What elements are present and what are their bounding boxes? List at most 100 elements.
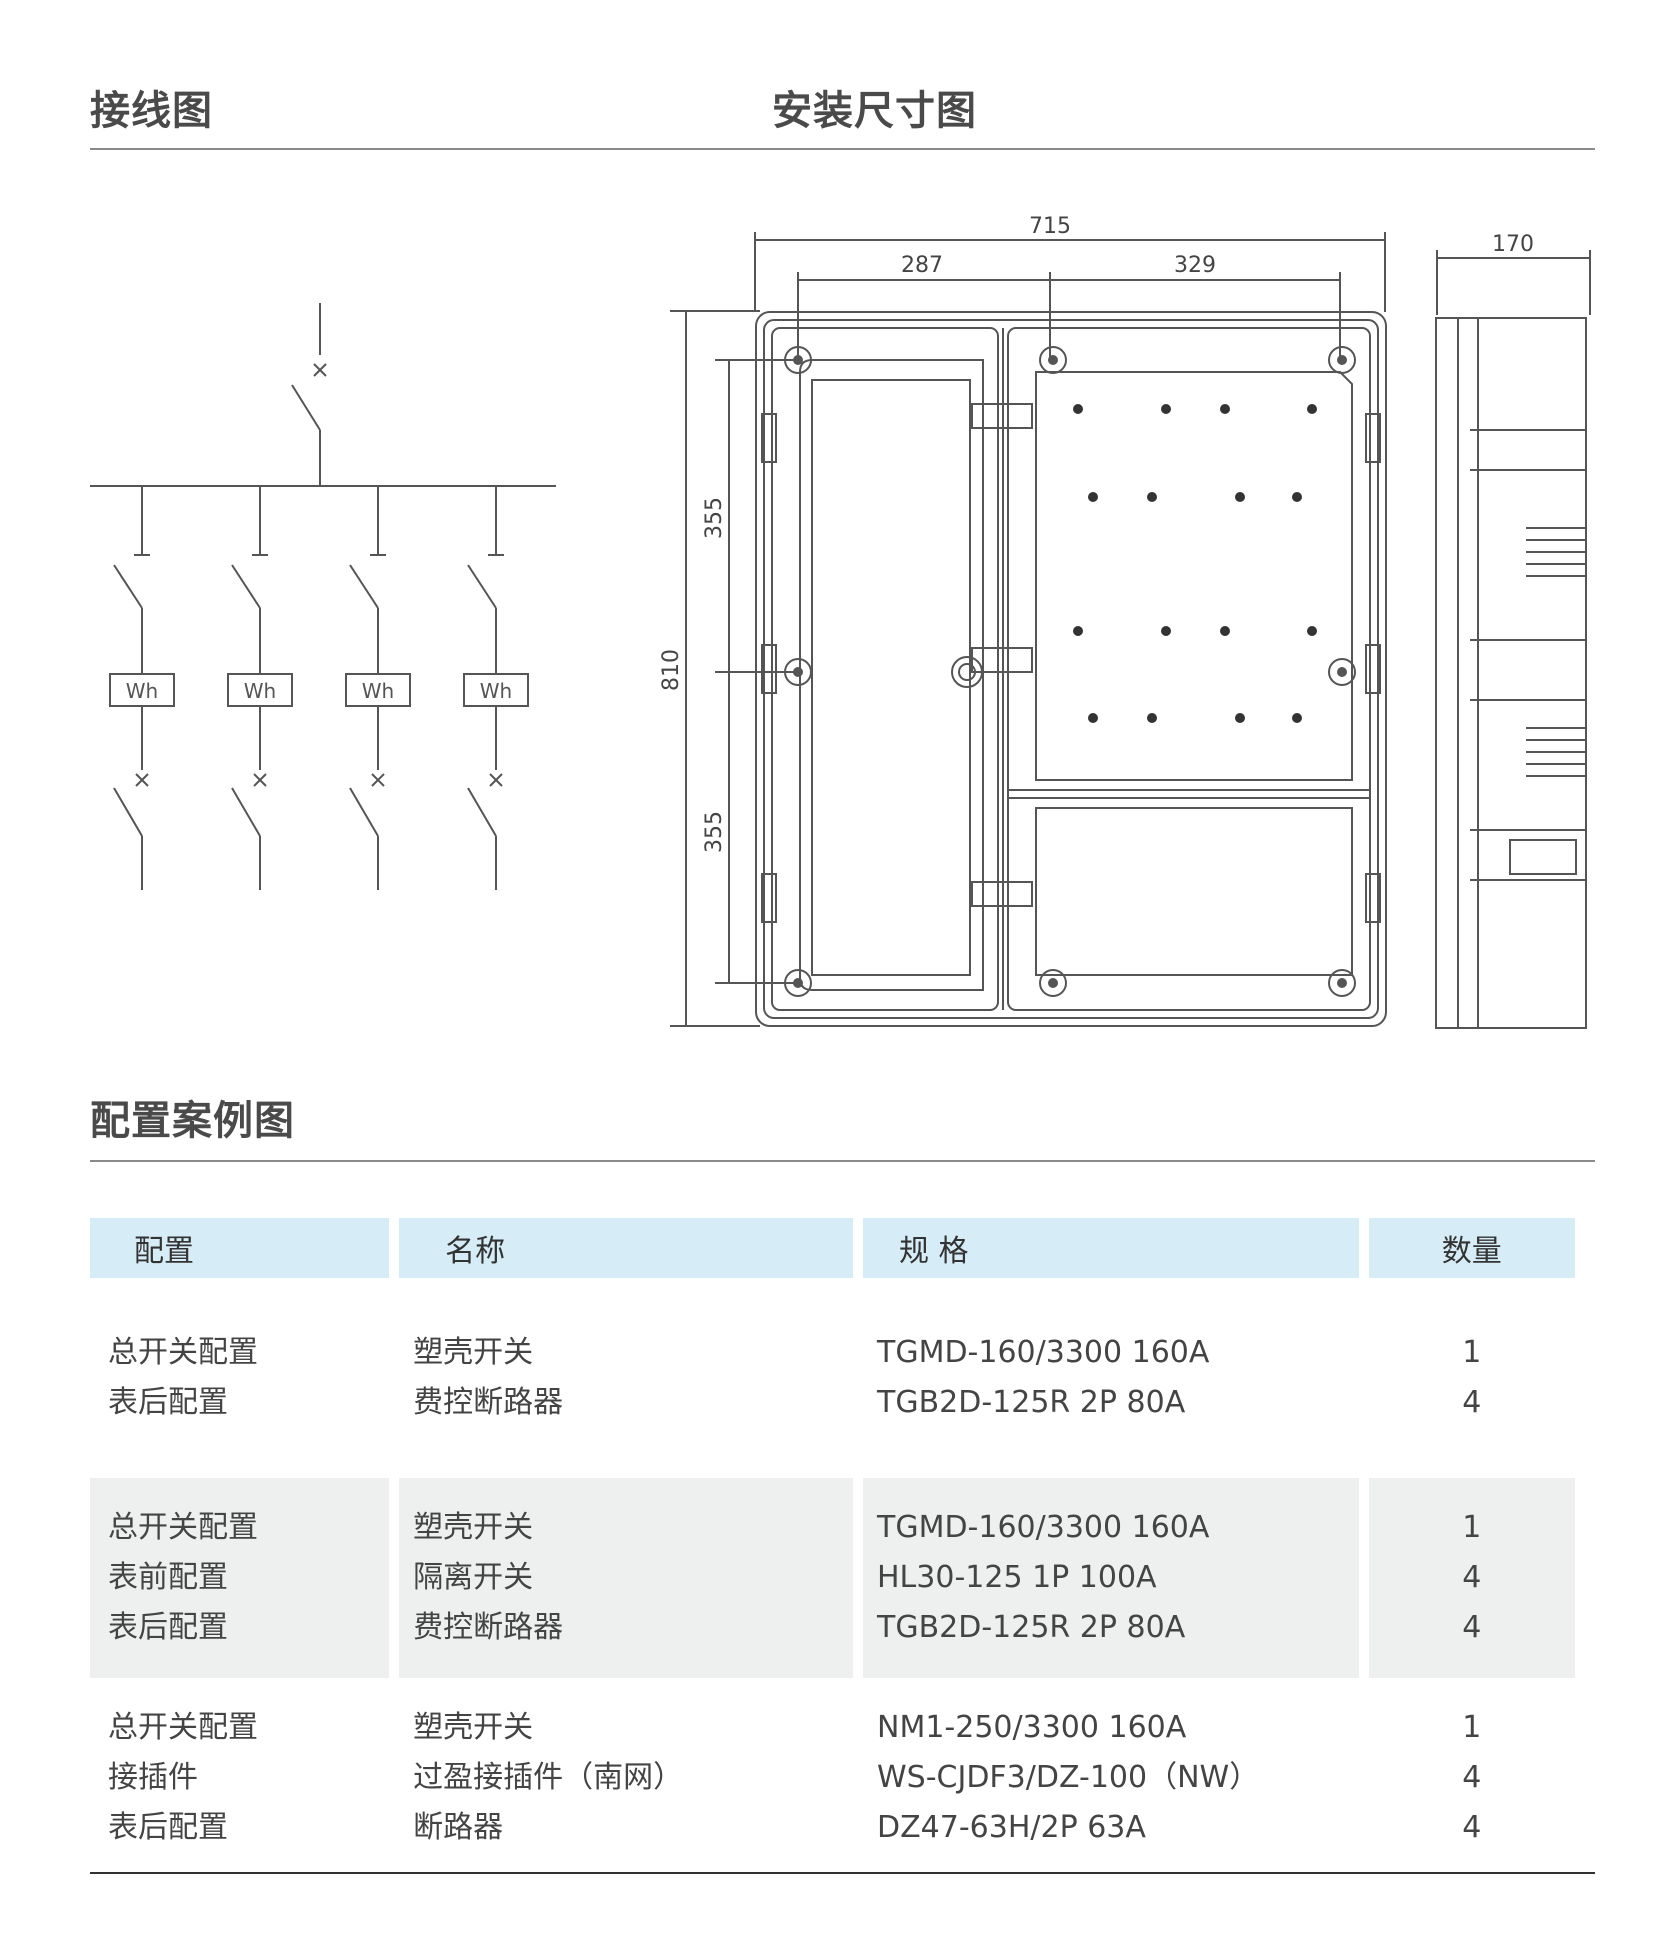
screw-outer	[784, 346, 812, 374]
spec-line: TGB2D-125R 2P 80A	[877, 1385, 1186, 1420]
config-line: 表后配置	[108, 1610, 228, 1645]
install-dimension-title: 安装尺寸图	[772, 88, 977, 134]
config-line: 接插件	[108, 1760, 198, 1795]
spec-line: DZ47-63H/2P 63A	[877, 1810, 1146, 1845]
mounting-hole	[1088, 492, 1098, 502]
header-config: 配置	[90, 1218, 390, 1278]
wiring-diagram	[90, 303, 556, 487]
meter-label: Wh	[244, 679, 276, 703]
name-line: 塑壳开关	[413, 1510, 534, 1545]
screw-outer	[784, 969, 812, 997]
qty-line: 1	[1462, 1335, 1482, 1370]
main-breaker-x2	[313, 363, 327, 377]
spec-line: NM1-250/3300 160A	[877, 1710, 1187, 1745]
header-name: 名称	[399, 1218, 853, 1278]
mounting-hole	[1073, 404, 1083, 414]
screw-center	[1337, 355, 1347, 365]
config-divider	[90, 1160, 1595, 1162]
screw-outer	[1039, 346, 1067, 374]
mounting-hole	[1220, 626, 1230, 636]
cell-name: 塑壳开关过盈接插件（南网）断路器	[399, 1678, 853, 1878]
dim-upper-span: 355	[702, 497, 727, 539]
cell-spec: TGMD-160/3300 160A HL30-125 1P 100A TGB2D-…	[863, 1478, 1359, 1678]
top-divider	[90, 148, 1595, 150]
spec-line: WS-CJDF3/DZ-100（NW）	[877, 1760, 1260, 1795]
cell-name: 塑壳开关费控断路器	[399, 1278, 853, 1478]
screw-center	[1337, 667, 1347, 677]
screw-center	[793, 355, 803, 365]
mounting-hole	[1292, 713, 1302, 723]
mounting-hole	[1161, 404, 1171, 414]
screw-outer	[1328, 346, 1356, 374]
drawings-canvas: Wh Wh Wh Wh	[90, 214, 1591, 1029]
dim-left-width: 287	[901, 253, 943, 278]
meter-label: Wh	[362, 679, 394, 703]
spec-line: TGMD-160/3300 160A	[877, 1335, 1210, 1370]
config-line: 总开关配置	[108, 1510, 258, 1545]
dim-overall-width: 715	[1029, 214, 1071, 239]
screw-center	[793, 667, 803, 677]
dim-right-width: 329	[1174, 253, 1216, 278]
screw-outer	[1328, 969, 1356, 997]
spec-line: TGB2D-125R 2P 80A	[877, 1610, 1186, 1645]
spec-line: TGMD-160/3300 160A	[877, 1510, 1210, 1545]
name-line: 隔离开关	[413, 1560, 534, 1595]
name-line: 塑壳开关	[413, 1710, 534, 1745]
mounting-hole	[1073, 626, 1083, 636]
name-line: 塑壳开关	[413, 1335, 534, 1370]
screw-center	[1048, 355, 1058, 365]
mounting-hole	[1235, 492, 1245, 502]
qty-line: 4	[1462, 1760, 1482, 1795]
meter-label: Wh	[480, 679, 512, 703]
name-line: 费控断路器	[413, 1385, 564, 1420]
mounting-hole	[1147, 713, 1157, 723]
mounting-hole	[1161, 626, 1171, 636]
wiring-diagram-title: 接线图	[90, 88, 213, 134]
cell-spec: NM1-250/3300 160A WS-CJDF3/DZ-100（NW） DZ47…	[863, 1678, 1359, 1878]
screw-center	[1048, 978, 1058, 988]
branch-circuit: Wh	[227, 486, 293, 890]
cell-qty: 1 4 4	[1368, 1478, 1575, 1678]
front-view	[670, 232, 1387, 1027]
config-line: 总开关配置	[108, 1710, 258, 1745]
mounting-hole	[1088, 713, 1098, 723]
cell-spec: TGMD-160/3300 160A TGB2D-125R 2P 80A	[863, 1278, 1359, 1478]
branch-circuit: Wh	[463, 486, 529, 890]
branch-circuit: Wh	[109, 486, 175, 890]
header-qty: 数量	[1368, 1218, 1575, 1278]
name-line: 过盈接插件（南网）	[413, 1760, 684, 1795]
main-switch-blade	[291, 384, 321, 431]
mounting-hole	[1307, 404, 1317, 414]
dim-height: 810	[659, 649, 684, 691]
screw-outer	[1328, 658, 1356, 686]
screw-center	[793, 978, 803, 988]
spec-line: HL30-125 1P 100A	[877, 1560, 1157, 1595]
cell-config: 总开关配置表前配置表后配置	[90, 1478, 390, 1678]
meter-label: Wh	[126, 679, 158, 703]
mounting-hole	[1147, 492, 1157, 502]
mounting-hole	[1220, 404, 1230, 414]
mounting-hole	[1292, 492, 1302, 502]
config-line: 表前配置	[108, 1560, 228, 1595]
cell-config: 总开关配置接插件表后配置	[90, 1678, 389, 1878]
config-example-title: 配置案例图	[90, 1098, 295, 1144]
screw-center	[1337, 978, 1347, 988]
qty-line: 1	[1462, 1510, 1482, 1545]
bottom-divider	[90, 1872, 1595, 1874]
qty-line: 4	[1462, 1385, 1482, 1420]
front-view-screws	[784, 346, 1356, 997]
qty-line: 4	[1462, 1610, 1482, 1645]
mounting-hole	[1307, 626, 1317, 636]
dim-depth: 170	[1492, 232, 1534, 257]
front-view-mounting-holes	[1073, 404, 1317, 723]
qty-line: 4	[1462, 1560, 1482, 1595]
header-spec: 规 格	[863, 1218, 1359, 1278]
wiring-branches: Wh Wh Wh Wh	[109, 486, 529, 890]
